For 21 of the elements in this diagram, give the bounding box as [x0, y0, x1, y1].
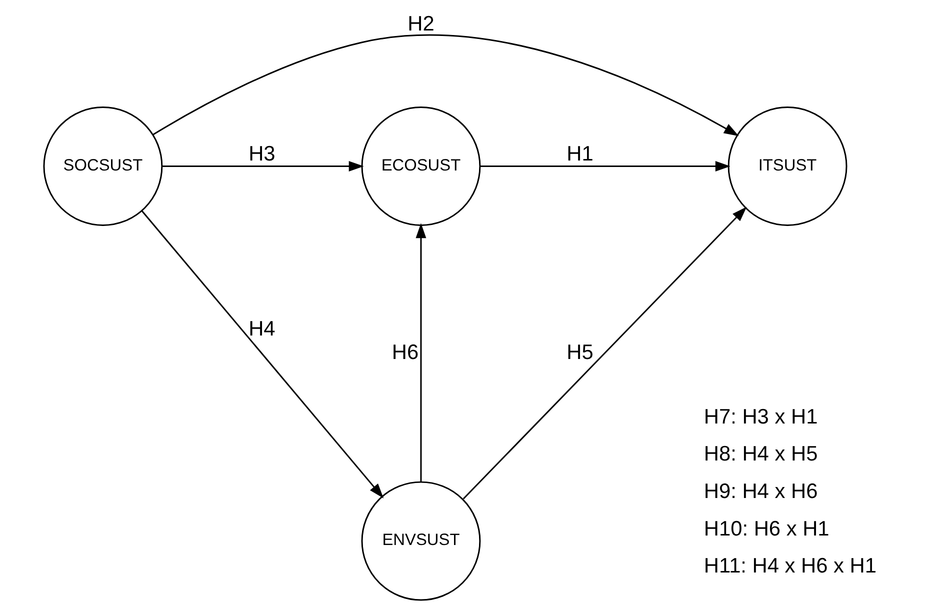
label: H9: H4 x H6: [704, 480, 818, 504]
arrow: [480, 161, 730, 172]
node-circle: ECOSUST: [361, 106, 481, 226]
node-circle: ITSUST: [728, 106, 848, 226]
label: H11: H4 x H6 x H1: [704, 554, 877, 578]
node-circle: ENVSUST: [361, 481, 481, 601]
arrow: [162, 161, 364, 172]
label: H8: H4 x H5: [704, 442, 818, 466]
edge-label: H1: [566, 142, 594, 166]
edge-label: H6: [392, 341, 419, 364]
arrow: [141, 210, 384, 498]
edge-label: H5: [566, 341, 594, 364]
edge-label: H3: [248, 142, 276, 166]
label: H7: H3 x H1: [704, 405, 818, 428]
arrow: [462, 206, 747, 500]
node-circle: SOCSUST: [43, 106, 163, 226]
label: H10: H6 x H1: [704, 517, 830, 540]
edge-label: H2: [408, 12, 434, 36]
arrow: [152, 34, 739, 136]
arrow: [416, 223, 426, 482]
edge-label: H4: [248, 317, 276, 340]
